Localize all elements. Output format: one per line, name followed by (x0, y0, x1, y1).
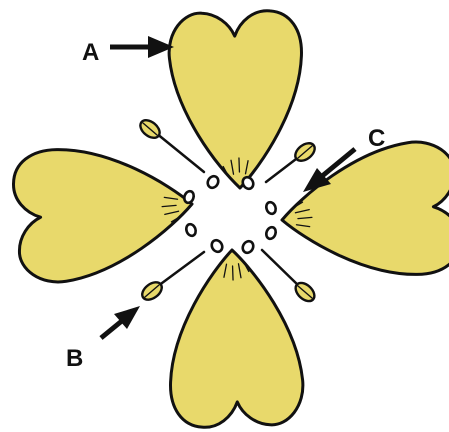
nectar-glands (183, 174, 278, 254)
petal-left (11, 138, 198, 285)
stamen-upper-right (266, 140, 318, 182)
arrow-b (101, 306, 140, 338)
petal-bottom (166, 248, 304, 429)
label-b: B (66, 345, 83, 372)
label-c: C (368, 125, 385, 152)
label-a: A (82, 39, 99, 66)
gland-6 (265, 226, 278, 240)
gland-8 (241, 239, 256, 254)
arrow-a (110, 36, 174, 58)
gland-7 (210, 238, 225, 253)
petal-top (168, 10, 306, 191)
stamen-lower-left (139, 252, 204, 303)
gland-3 (183, 190, 196, 204)
gland-1 (206, 174, 221, 189)
gland-5 (185, 223, 198, 237)
gland-4 (265, 201, 278, 215)
